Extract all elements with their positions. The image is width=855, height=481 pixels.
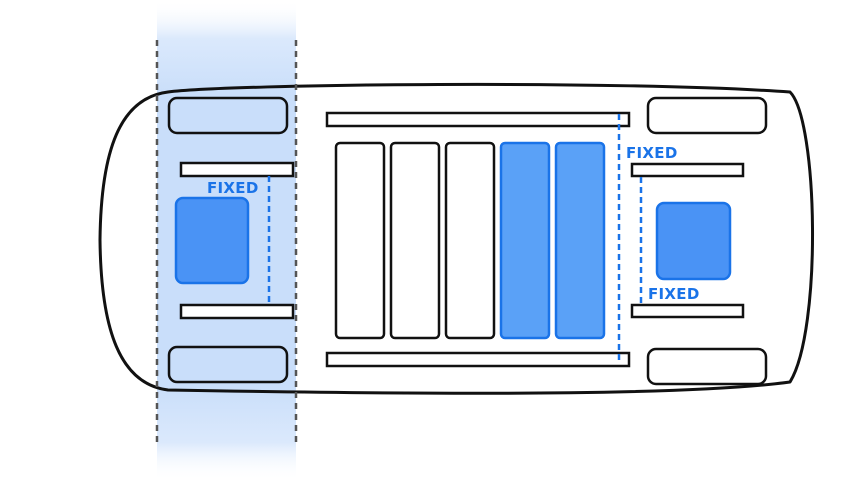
front-right-wheel (167, 345, 289, 384)
front-axle-bar-top (179, 161, 295, 178)
rear-left-wheel (646, 96, 768, 135)
rear-right-wheel (646, 347, 768, 386)
battery-cell-highlighted (554, 141, 606, 340)
battery-cell (444, 141, 496, 340)
battery-cell (334, 141, 386, 340)
battery-cells (334, 141, 606, 340)
battery-cell-highlighted (499, 141, 551, 340)
fixed-label-rear-top: FIXED (626, 144, 678, 162)
rear-axle-bar-bottom (630, 303, 745, 319)
front-left-wheel (167, 96, 289, 135)
rear-axle-bar-top (630, 162, 745, 178)
vehicle-body-outline (98, 82, 814, 395)
front-motor (174, 196, 250, 285)
battery-cell (389, 141, 441, 340)
fixed-label-front: FIXED (207, 179, 259, 197)
battery-rail-bottom (325, 351, 631, 368)
rear-motor (655, 201, 732, 281)
battery-rail-top (325, 111, 631, 128)
front-axle-bar-bottom (179, 303, 295, 320)
fixed-label-rear-bottom: FIXED (648, 285, 700, 303)
